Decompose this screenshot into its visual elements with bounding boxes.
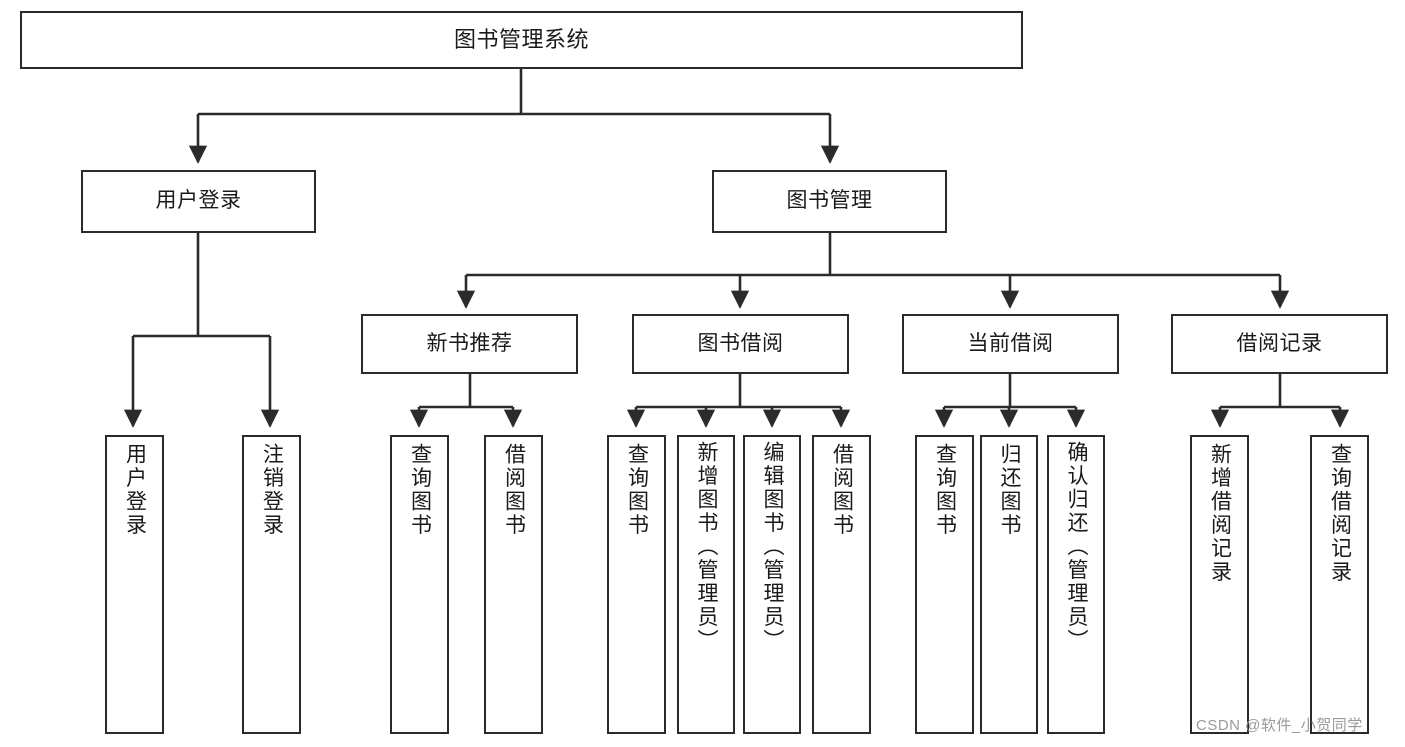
watermark-text: CSDN @软件_小贺同学	[1196, 717, 1363, 734]
leaf-user-login-signin[interactable]: 用户登录	[105, 435, 164, 734]
node-label: 图书借阅	[697, 331, 784, 355]
leaf-current-borrow-query-book[interactable]: 查询图书	[915, 435, 974, 734]
leaf-book-borrow-borrow-book[interactable]: 借阅图书	[812, 435, 871, 734]
node-label: 用户登录	[123, 443, 147, 537]
node-label: 编辑图书（管理员）	[761, 441, 785, 653]
leaf-current-borrow-confirm-return-admin[interactable]: 确认归还（管理员）	[1047, 435, 1105, 734]
node-label: 查询图书	[408, 443, 432, 537]
node-new-book-recommend[interactable]: 新书推荐	[361, 314, 578, 374]
leaf-book-borrow-query-book[interactable]: 查询图书	[607, 435, 666, 734]
leaf-new-book-borrow-book[interactable]: 借阅图书	[484, 435, 543, 734]
node-label: 新增图书（管理员）	[695, 441, 719, 653]
node-label: 新增借阅记录	[1208, 443, 1232, 584]
node-label: 查询图书	[625, 443, 649, 537]
leaf-borrow-record-query-record[interactable]: 查询借阅记录	[1310, 435, 1369, 734]
node-book-management[interactable]: 图书管理	[712, 170, 947, 233]
node-label: 借阅图书	[830, 443, 854, 537]
node-label: 查询图书	[933, 443, 957, 537]
leaf-current-borrow-return-book[interactable]: 归还图书	[980, 435, 1038, 734]
node-label: 用户登录	[155, 189, 242, 213]
node-label: 查询借阅记录	[1328, 443, 1352, 584]
node-root-book-management-system[interactable]: 图书管理系统	[20, 11, 1023, 69]
node-label: 归还图书	[998, 443, 1022, 537]
leaf-book-borrow-edit-book-admin[interactable]: 编辑图书（管理员）	[743, 435, 801, 734]
leaf-book-borrow-add-book-admin[interactable]: 新增图书（管理员）	[677, 435, 735, 734]
node-current-borrow[interactable]: 当前借阅	[902, 314, 1119, 374]
leaf-user-login-signout[interactable]: 注销登录	[242, 435, 301, 734]
node-user-login[interactable]: 用户登录	[81, 170, 316, 233]
node-label: 注销登录	[260, 443, 284, 537]
leaf-new-book-query-book[interactable]: 查询图书	[390, 435, 449, 734]
node-label: 图书管理系统	[453, 27, 589, 53]
node-label: 借阅记录	[1236, 331, 1323, 355]
node-label: 当前借阅	[967, 331, 1054, 355]
leaf-borrow-record-add-record[interactable]: 新增借阅记录	[1190, 435, 1249, 734]
node-label: 借阅图书	[502, 443, 526, 537]
node-label: 确认归还（管理员）	[1065, 441, 1089, 653]
node-book-borrow[interactable]: 图书借阅	[632, 314, 849, 374]
node-label: 图书管理	[786, 189, 873, 213]
node-label: 新书推荐	[426, 331, 513, 355]
node-borrow-record[interactable]: 借阅记录	[1171, 314, 1388, 374]
